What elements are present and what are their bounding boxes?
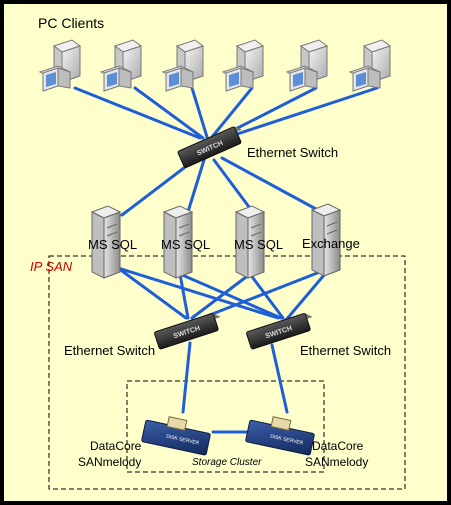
link-sw-right-disk2 — [270, 343, 289, 414]
storage-node-left-line1: DataCore — [90, 439, 142, 453]
pc-client-icon — [38, 39, 82, 92]
switch-icon: SWITCH — [154, 313, 221, 350]
server-label: Exchange — [302, 236, 360, 251]
link-switch-sql2 — [185, 158, 206, 217]
switch-icon: SWITCH — [177, 126, 243, 169]
storage-cluster-region — [126, 380, 325, 473]
server-label: MS SQL — [234, 237, 283, 252]
server-label: MS SQL — [161, 237, 210, 252]
link-pc3-switch — [190, 86, 209, 139]
link-sql2-sw-left — [178, 272, 190, 320]
link-pc4-switch — [210, 86, 254, 139]
disk-server-icon: DISK SERVER — [141, 416, 211, 456]
switch-icon: SWITCH — [246, 313, 313, 350]
link-sw-left-disk1 — [181, 341, 192, 414]
server-label: MS SQL — [88, 237, 137, 252]
storage-node-left-line2: SANmelody — [78, 455, 141, 469]
pc-clients-title: PC Clients — [38, 15, 104, 31]
link-pc2-switch — [133, 86, 205, 140]
server-icon — [90, 205, 122, 279]
pc-client-icon — [161, 39, 205, 92]
pc-client-icon — [285, 39, 329, 92]
pc-client-icon — [99, 39, 143, 92]
ip-san-region — [48, 255, 406, 490]
pc-client-icon — [221, 39, 265, 92]
pc-clients — [38, 39, 392, 92]
link-sql1-sw-right — [116, 266, 280, 320]
storage-node-right-line2: SANmelody — [305, 455, 368, 469]
link-switch-sql3 — [212, 158, 257, 217]
link-sql3-sw-right — [248, 272, 285, 320]
disk-server-icon: DISK SERVER — [245, 416, 315, 456]
server-icon — [310, 203, 342, 277]
top-switch-label: Ethernet Switch — [247, 145, 338, 160]
servers — [90, 203, 342, 279]
link-sql3-sw-left — [190, 272, 252, 320]
link-sql2-sw-right — [178, 272, 283, 320]
link-pc1-switch — [73, 86, 202, 140]
link-switch-exchange — [220, 156, 329, 217]
server-icon — [162, 205, 194, 279]
server-icon — [234, 205, 266, 279]
pc-client-icon — [348, 39, 392, 92]
link-pc6-switch — [220, 86, 379, 141]
ip-san-label: IP SAN — [30, 259, 73, 274]
link-exchange-sw-left — [195, 266, 332, 322]
link-exchange-sw-right — [284, 266, 332, 322]
san-switch-right-label: Ethernet Switch — [300, 343, 391, 358]
storage-node-right-line1: DataCore — [312, 439, 364, 453]
san-switch-left-label: Ethernet Switch — [64, 343, 155, 358]
link-sql1-sw-left — [116, 266, 188, 320]
storage-cluster-label: Storage Cluster — [192, 457, 262, 468]
